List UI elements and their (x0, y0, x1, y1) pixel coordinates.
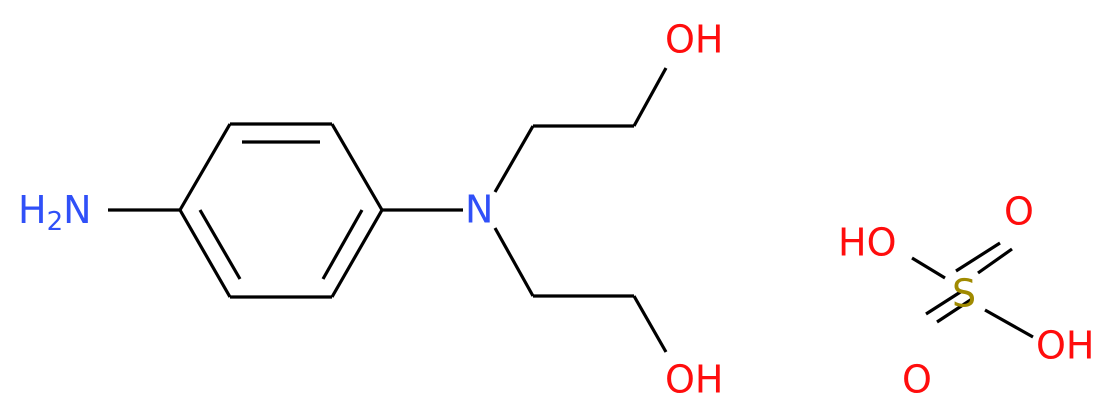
ring-bond-3 (330, 123, 384, 211)
ring-double-bond-b (321, 209, 364, 280)
benzene-ring (178, 122, 384, 299)
s-o-top-1 (955, 241, 1001, 273)
c-o-upper (632, 67, 668, 127)
amine-label: H2N (18, 188, 92, 237)
lower-hydroxyethyl-chain (493, 227, 668, 353)
ho-s-bond (911, 256, 946, 280)
ring-bond-1 (178, 123, 232, 211)
nitrogen-label: N (465, 188, 493, 232)
lower-hydroxyl-label: OH (665, 358, 723, 402)
s-o-bottom-1 (936, 297, 973, 324)
n-c-upper (493, 125, 535, 193)
ring-bond-4 (330, 209, 384, 298)
sulfate-left-hydroxyl: HO (838, 221, 896, 265)
sulfate-bonds (911, 241, 1034, 339)
s-oh-bond (984, 308, 1034, 339)
c-o-lower (632, 295, 668, 353)
ring-double-bond-c (198, 209, 242, 280)
ring-bond-6 (178, 209, 232, 298)
s-o-bottom-2 (925, 289, 963, 316)
upper-hydroxyethyl-chain (493, 67, 668, 193)
sulfate-top-oxygen: O (1004, 190, 1034, 234)
sulfate-bottom-oxygen: O (902, 358, 932, 402)
upper-hydroxyl-label: OH (665, 18, 723, 62)
n-c-lower (493, 227, 535, 297)
sulfate-right-hydroxyl: OH (1036, 324, 1094, 368)
s-o-top-2 (977, 247, 1013, 275)
sulfur-label: S (952, 272, 976, 316)
